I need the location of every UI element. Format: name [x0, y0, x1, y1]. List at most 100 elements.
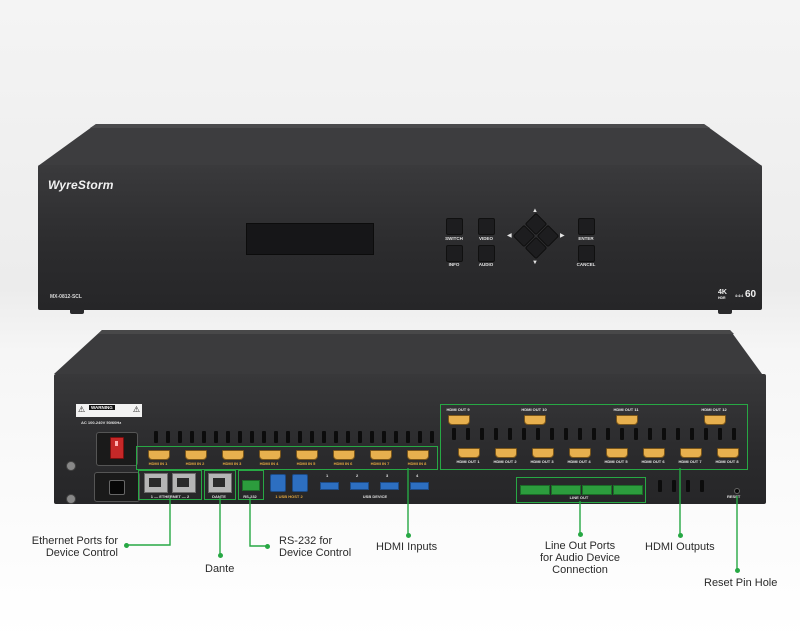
hdmi-out-12-label: HDMI OUT 12 — [701, 407, 727, 412]
iec-power-inlet[interactable] — [94, 472, 140, 502]
reset-pin-hole[interactable] — [734, 488, 740, 494]
hdmi-out-9-port[interactable] — [448, 415, 470, 425]
switch-label: SWITCH — [445, 236, 463, 241]
hdmi-out-5-label: HDMI OUT 5 — [604, 459, 628, 464]
hdmi-in-1-port[interactable] — [148, 450, 170, 460]
hdmi-out-8-label: HDMI OUT 8 — [715, 459, 739, 464]
ethernet-port-1[interactable] — [144, 473, 168, 493]
rear-panel: ⚠ WARNING ⚠ AC 100-240V 50/60Hz HDMI IN … — [54, 374, 766, 504]
badge-60-text: 60 — [745, 289, 757, 300]
usb-device-number-1: 1 — [326, 473, 329, 478]
hdmi-out-7-port[interactable] — [680, 448, 702, 458]
hdmi-in-1-label: HDMI IN 1 — [148, 461, 168, 466]
usb-device-number-4: 4 — [416, 473, 419, 478]
usb-host-port-1[interactable] — [270, 474, 286, 492]
hdmi-in-6-port[interactable] — [333, 450, 355, 460]
hdmi-out-6-port[interactable] — [643, 448, 665, 458]
warning-triangle-icon-right: ⚠ — [132, 405, 140, 414]
arrow-down-icon: ▼ — [532, 260, 538, 266]
callout-dot-hdmi-outputs — [678, 533, 683, 538]
line-out-terminal-1[interactable] — [520, 485, 550, 495]
badge-444-text: 4:4:4 — [735, 294, 744, 298]
ground-screw-icon — [66, 461, 76, 471]
hdmi-in-5-label: HDMI IN 5 — [296, 461, 316, 466]
callout-hdmi-inputs: HDMI Inputs — [376, 541, 438, 553]
hdmi-in-2-label: HDMI IN 2 — [185, 461, 205, 466]
arrow-right-icon: ▶ — [560, 233, 565, 239]
audio-label: AUDIO — [478, 262, 494, 267]
hdmi-out-3-port[interactable] — [532, 448, 554, 458]
enter-label: ENTER — [578, 236, 594, 241]
front-foot-right — [718, 310, 732, 314]
ethernet-label: 1 — ETHERNET — 2 — [150, 494, 190, 499]
video-label: VIDEO — [478, 236, 493, 241]
usb-device-port-2[interactable] — [350, 482, 369, 490]
usb-device-port-4[interactable] — [410, 482, 429, 490]
hdmi-in-2-port[interactable] — [185, 450, 207, 460]
hdmi-in-4-port[interactable] — [259, 450, 281, 460]
dante-port[interactable] — [208, 473, 232, 493]
hdmi-out-3-label: HDMI OUT 3 — [530, 459, 554, 464]
hdmi-out-10-port[interactable] — [524, 415, 546, 425]
callout-dot-rs232 — [265, 544, 270, 549]
front-foot-left — [70, 310, 84, 314]
hdmi-out-1-port[interactable] — [458, 448, 480, 458]
hdmi-outputs-group — [440, 404, 748, 470]
usb-device-port-3[interactable] — [380, 482, 399, 490]
hdmi-out-5-port[interactable] — [606, 448, 628, 458]
enter-button[interactable] — [578, 218, 595, 235]
inlet-socket — [109, 480, 125, 495]
hdmi-out-4-port[interactable] — [569, 448, 591, 458]
hdmi-in-5-port[interactable] — [296, 450, 318, 460]
hdmi-out-11-port[interactable] — [616, 415, 638, 425]
info-button[interactable] — [446, 245, 463, 262]
audio-button[interactable] — [478, 245, 495, 262]
line-out-terminal-3[interactable] — [582, 485, 612, 495]
warning-triangle-icon: ⚠ — [78, 405, 86, 414]
callout-hdmi-outputs: HDMI Outputs — [645, 541, 715, 553]
video-button[interactable] — [478, 218, 495, 235]
line-out-terminal-4[interactable] — [613, 485, 643, 495]
hdmi-in-4-label: HDMI IN 4 — [259, 461, 279, 466]
hdmi-in-7-port[interactable] — [370, 450, 392, 460]
dante-label: DANTE — [212, 494, 226, 499]
chassis-screw-icon — [66, 494, 76, 504]
usb-host-label: 1 USB HOST 2 — [275, 494, 303, 499]
reset-label: RESET — [727, 494, 741, 499]
front-unit-top-panel — [38, 124, 762, 166]
callout-dante: Dante — [205, 563, 235, 575]
rs232-terminal[interactable] — [242, 480, 260, 491]
ethernet-port-2[interactable] — [172, 473, 196, 493]
switch-button[interactable] — [446, 218, 463, 235]
hdmi-out-2-port[interactable] — [495, 448, 517, 458]
rear-unit-top-panel — [54, 330, 762, 374]
callout-reset: Reset Pin Hole — [704, 577, 778, 589]
cancel-button[interactable] — [578, 245, 595, 262]
line-out-terminal-2[interactable] — [551, 485, 581, 495]
usb-host-port-2[interactable] — [292, 474, 308, 492]
warning-label: ⚠ WARNING ⚠ — [76, 404, 142, 417]
hdmi-out-2-label: HDMI OUT 2 — [493, 459, 517, 464]
hdmi-in-8-port[interactable] — [407, 450, 429, 460]
hdmi-in-3-port[interactable] — [222, 450, 244, 460]
power-switch[interactable] — [110, 437, 124, 459]
callout-rs232: RS-232 for Device Control — [279, 535, 352, 559]
badge-4k-text: 4K — [718, 289, 727, 296]
usb-device-number-2: 2 — [356, 473, 359, 478]
hdmi-out-9-label: HDMI OUT 9 — [446, 407, 470, 412]
hdmi-out-12-port[interactable] — [704, 415, 726, 425]
hdmi-in-6-label: HDMI IN 6 — [333, 461, 353, 466]
callout-dot-dante — [218, 553, 223, 558]
hdmi-out-1-label: HDMI OUT 1 — [456, 459, 480, 464]
callout-dot-line-out — [578, 532, 583, 537]
vent-row-right — [452, 428, 742, 442]
warning-text: WARNING — [89, 405, 115, 410]
hdmi-out-8-port[interactable] — [717, 448, 739, 458]
power-rating: AC 100-240V 50/60Hz — [81, 420, 122, 425]
arrow-left-icon: ◀ — [507, 233, 512, 239]
usb-device-port-1[interactable] — [320, 482, 339, 490]
info-label: INFO — [448, 262, 460, 267]
power-switch-housing — [96, 432, 138, 466]
cancel-label: CANCEL — [576, 262, 596, 267]
arrow-up-icon: ▲ — [532, 208, 538, 214]
